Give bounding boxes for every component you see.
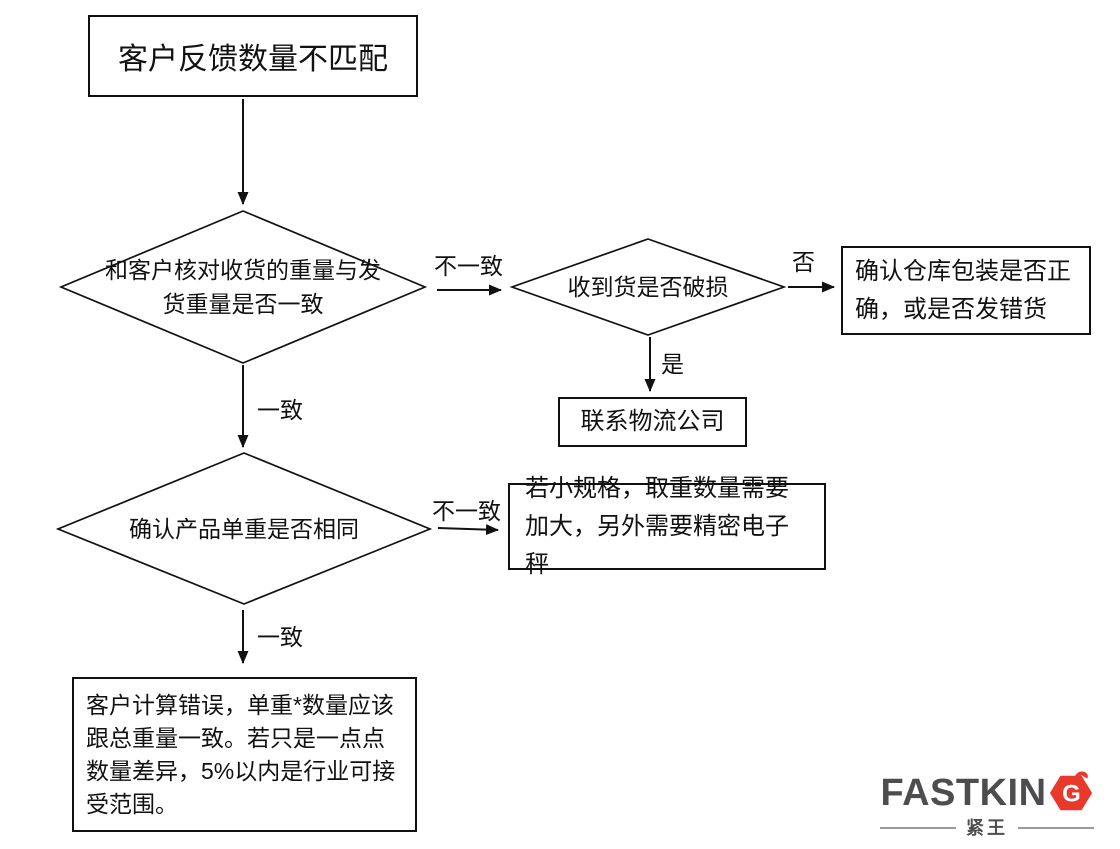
small-spec-label: 若小规格，取重数量需要加大，另外需要精密电子秤	[525, 474, 789, 578]
start-box-label: 客户反馈数量不匹配	[118, 43, 388, 76]
logo-tagline-text: 紧王	[966, 818, 1008, 838]
warehouse-check-label: 确认仓库包装是否正确，或是否发错货	[855, 257, 1071, 323]
logo-dragon-curl	[1074, 771, 1088, 779]
start-box: 客户反馈数量不匹配	[88, 15, 418, 97]
logo-wordmark: FASTKIN	[880, 772, 1047, 814]
calc-error-box: 客户计算错误，单重*数量应该跟总重量一致。若只是一点点数量差异，5%以内是行业可…	[72, 677, 417, 832]
contact-logistics-label: 联系物流公司	[580, 408, 725, 435]
tagline-rule-left	[880, 827, 956, 829]
fastking-logo: FASTKIN G 紧王	[868, 770, 1106, 838]
arrow-unitweight-to-smallspec	[437, 524, 499, 536]
logo-tagline: 紧王	[880, 818, 1094, 838]
decision-diamond-damage-check	[509, 238, 787, 336]
contact-logistics-box: 联系物流公司	[558, 397, 747, 447]
decision-diamond-unit-weight	[55, 452, 433, 605]
edge-label-damage-no: 否	[792, 249, 815, 275]
edge-label-weight-match: 一致	[257, 397, 303, 423]
edge-label-damage-yes: 是	[661, 351, 684, 377]
calc-error-label: 客户计算错误，单重*数量应该跟总重量一致。若只是一点点数量差异，5%以内是行业可…	[86, 692, 396, 817]
tagline-rule-right	[1018, 827, 1094, 829]
small-spec-box: 若小规格，取重数量需要加大，另外需要精密电子秤	[508, 475, 826, 578]
edge-label-unit-match: 一致	[257, 624, 303, 650]
logo-g-letter: G	[1062, 781, 1081, 808]
logo-row: FASTKIN G	[880, 770, 1093, 816]
edge-label-unit-mismatch: 不一致	[432, 498, 501, 524]
decision-diamond-verify-weight	[58, 210, 428, 364]
edge-label-weight-mismatch: 不一致	[434, 253, 503, 279]
logo-hexagon-g-icon: G	[1049, 771, 1092, 811]
warehouse-check-box: 确认仓库包装是否正确，或是否发错货	[841, 246, 1091, 335]
